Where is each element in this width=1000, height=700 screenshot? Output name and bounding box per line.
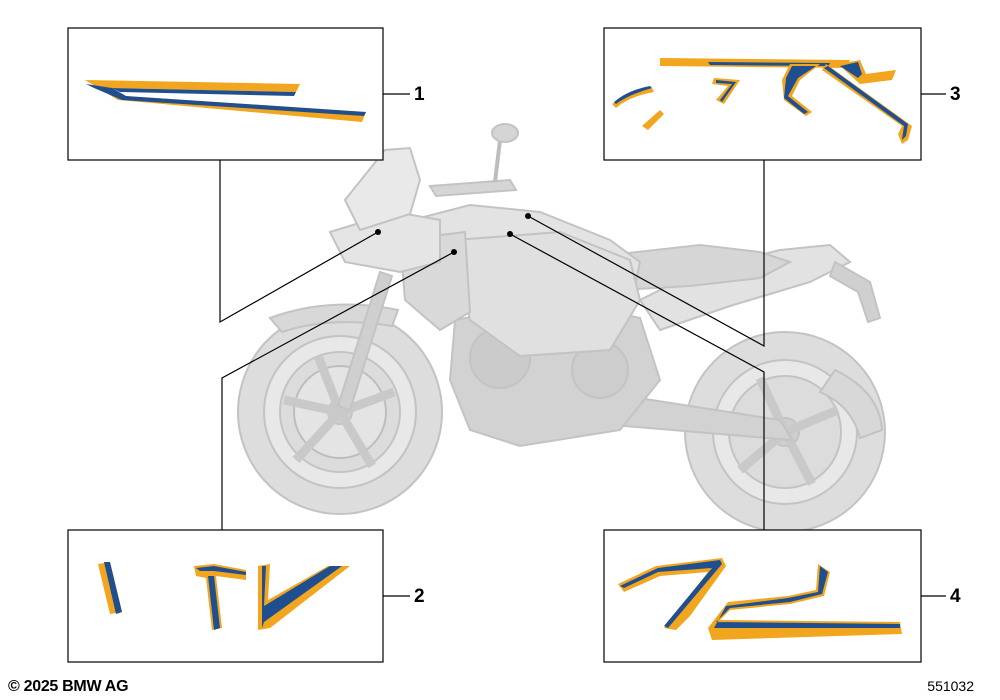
detail-box-3 [603, 27, 922, 161]
leader-line-4 [509, 233, 765, 530]
motorcycle-illustration [237, 123, 886, 533]
callout-4: 4 [950, 586, 961, 607]
detail-boxes [67, 27, 922, 663]
leader-line-1 [219, 160, 379, 324]
side-panel [453, 230, 642, 358]
leader-dots [375, 213, 531, 255]
callout-3: 3 [950, 84, 961, 105]
windscreen [343, 146, 422, 232]
handlebar [428, 178, 518, 198]
detail-box-2 [67, 529, 384, 663]
mirror [491, 123, 519, 143]
rear-hugger [818, 368, 884, 440]
callout-1: 1 [414, 84, 425, 105]
mirror-stem [493, 139, 502, 183]
detail-box-4 [603, 529, 922, 663]
front-fork [336, 270, 394, 412]
front-wheel [237, 309, 443, 515]
decal-set-3 [612, 58, 912, 144]
leader-line-3 [527, 160, 765, 348]
decal-set-4 [618, 558, 902, 640]
copyright-text: © 2025 BMW AG [8, 678, 129, 695]
license-bracket [828, 260, 882, 324]
diagram-number: 551032 [927, 678, 974, 694]
decal-set-2 [98, 562, 350, 630]
leader-lines [219, 93, 946, 597]
decal-set-1 [85, 80, 366, 122]
callout-2: 2 [414, 586, 425, 607]
leader-line-2 [221, 251, 455, 530]
front-fender [268, 303, 400, 334]
